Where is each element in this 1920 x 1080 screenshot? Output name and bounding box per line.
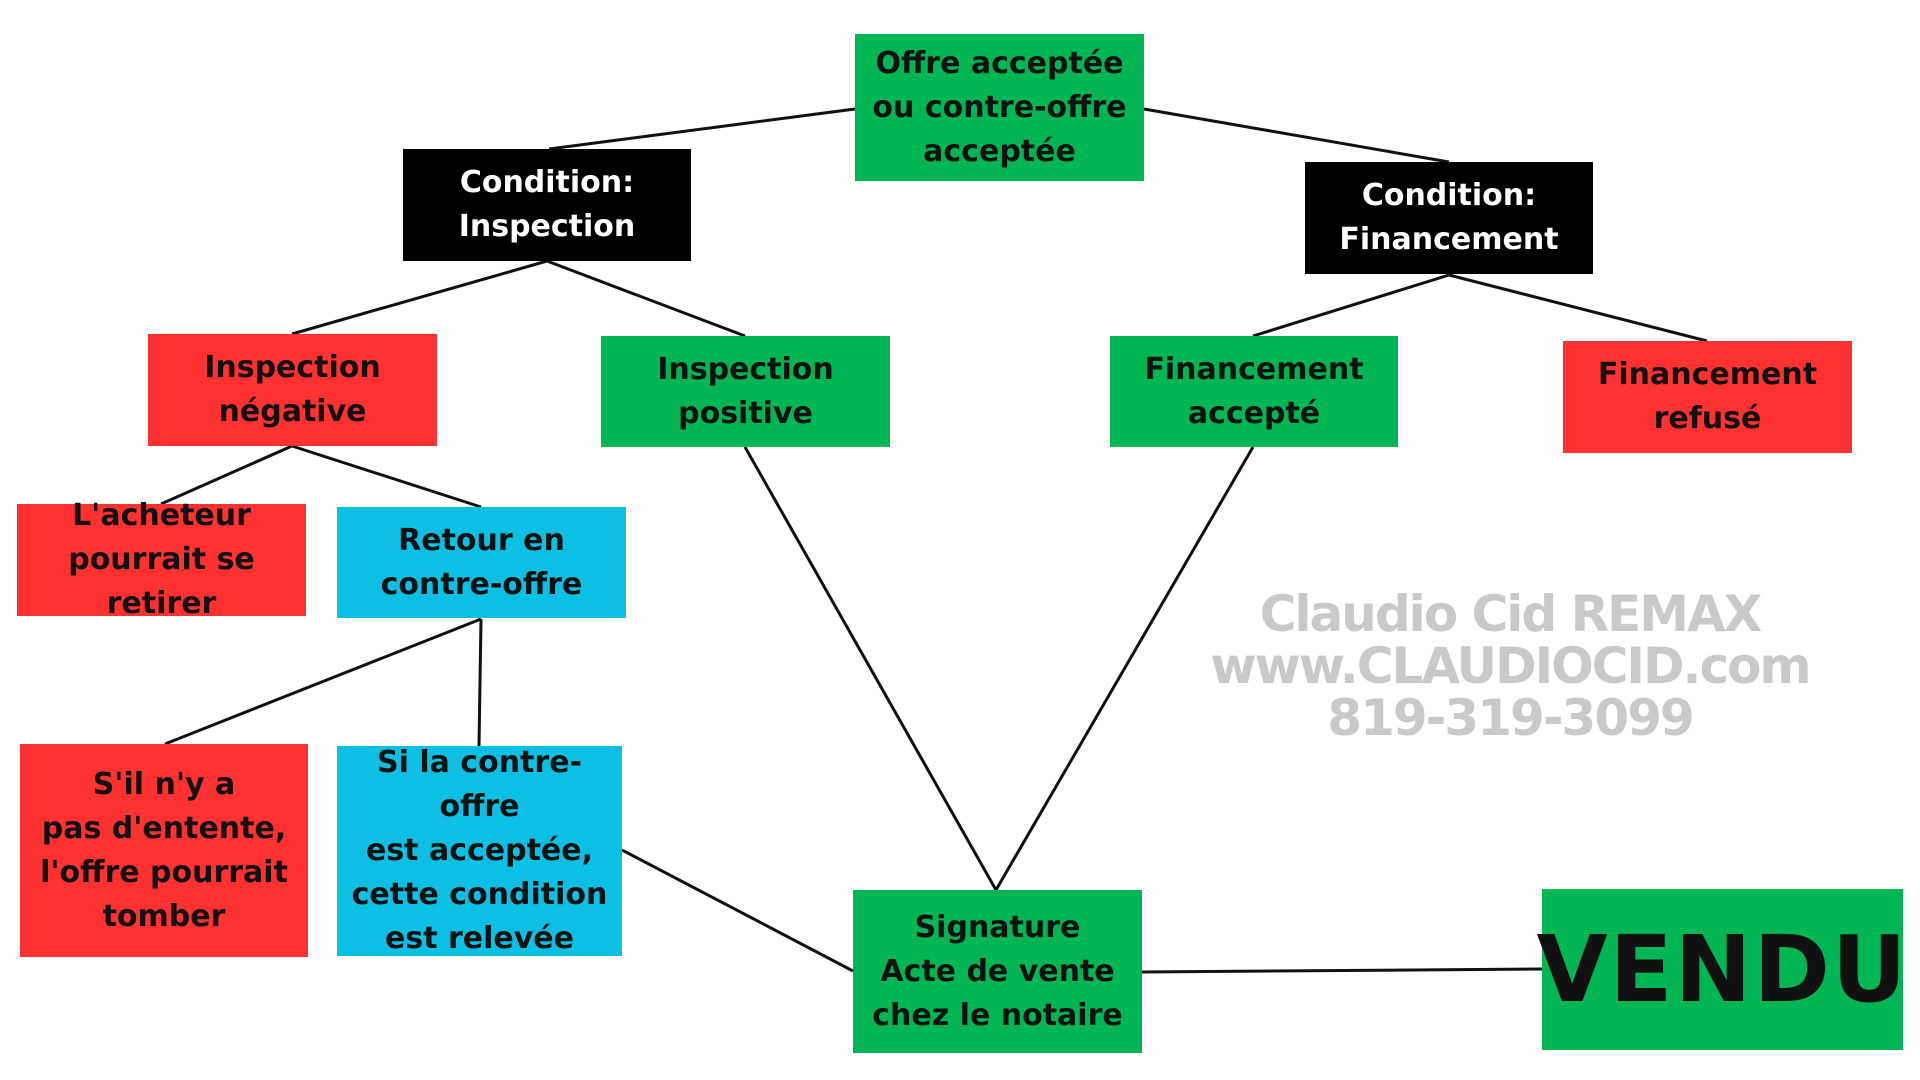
watermark: Claudio Cid REMAX www.CLAUDIOCID.com 819… bbox=[1190, 588, 1830, 744]
watermark-phone: 819-319-3099 bbox=[1327, 689, 1694, 747]
node-pas-entente: S'il n'y a pas d'entente, l'offre pourra… bbox=[20, 744, 308, 957]
connector-financement-refuse bbox=[1448, 273, 1708, 343]
connector-inspection-negative bbox=[291, 259, 548, 336]
connector-acceptee-signature bbox=[621, 848, 854, 973]
connector-offre-inspection bbox=[548, 107, 856, 151]
node-contre-offre-acceptee: Si la contre-offre est acceptée, cette c… bbox=[337, 745, 622, 956]
connector-retour-acceptee bbox=[477, 618, 483, 747]
connector-financement-accepte bbox=[1252, 273, 1450, 338]
connector-positive-signature bbox=[743, 446, 998, 891]
connector-negative-retour bbox=[291, 444, 482, 509]
connector-signature-vendu bbox=[1141, 967, 1543, 974]
node-vendu: VENDU bbox=[1536, 889, 1907, 1050]
node-inspection-positive: Inspection positive bbox=[601, 336, 890, 447]
node-financement-refuse: Financement refusé bbox=[1563, 341, 1852, 453]
node-retour-contre-offre: Retour en contre-offre bbox=[337, 507, 626, 618]
node-condition-inspection: Condition: Inspection bbox=[403, 149, 691, 261]
node-condition-financement: Condition: Financement bbox=[1305, 162, 1593, 274]
node-inspection-negative: Inspection négative bbox=[148, 334, 437, 446]
node-signature: Signature Acte de vente chez le notaire bbox=[853, 890, 1142, 1053]
connector-offre-financement bbox=[1143, 107, 1450, 164]
node-acheteur-retirer: L'acheteur pourrait se retirer bbox=[17, 498, 306, 621]
connector-accepte-signature bbox=[994, 446, 1255, 891]
connector-inspection-positive bbox=[546, 259, 746, 338]
node-offre-acceptee: Offre acceptée ou contre-offre acceptée bbox=[855, 34, 1144, 181]
connector-negative-acheteur bbox=[160, 444, 293, 506]
watermark-name: Claudio Cid REMAX bbox=[1259, 585, 1763, 643]
node-financement-accepte: Financement accepté bbox=[1110, 336, 1398, 447]
connector-retour-entente bbox=[164, 617, 482, 746]
watermark-website: www.CLAUDIOCID.com bbox=[1210, 637, 1811, 695]
